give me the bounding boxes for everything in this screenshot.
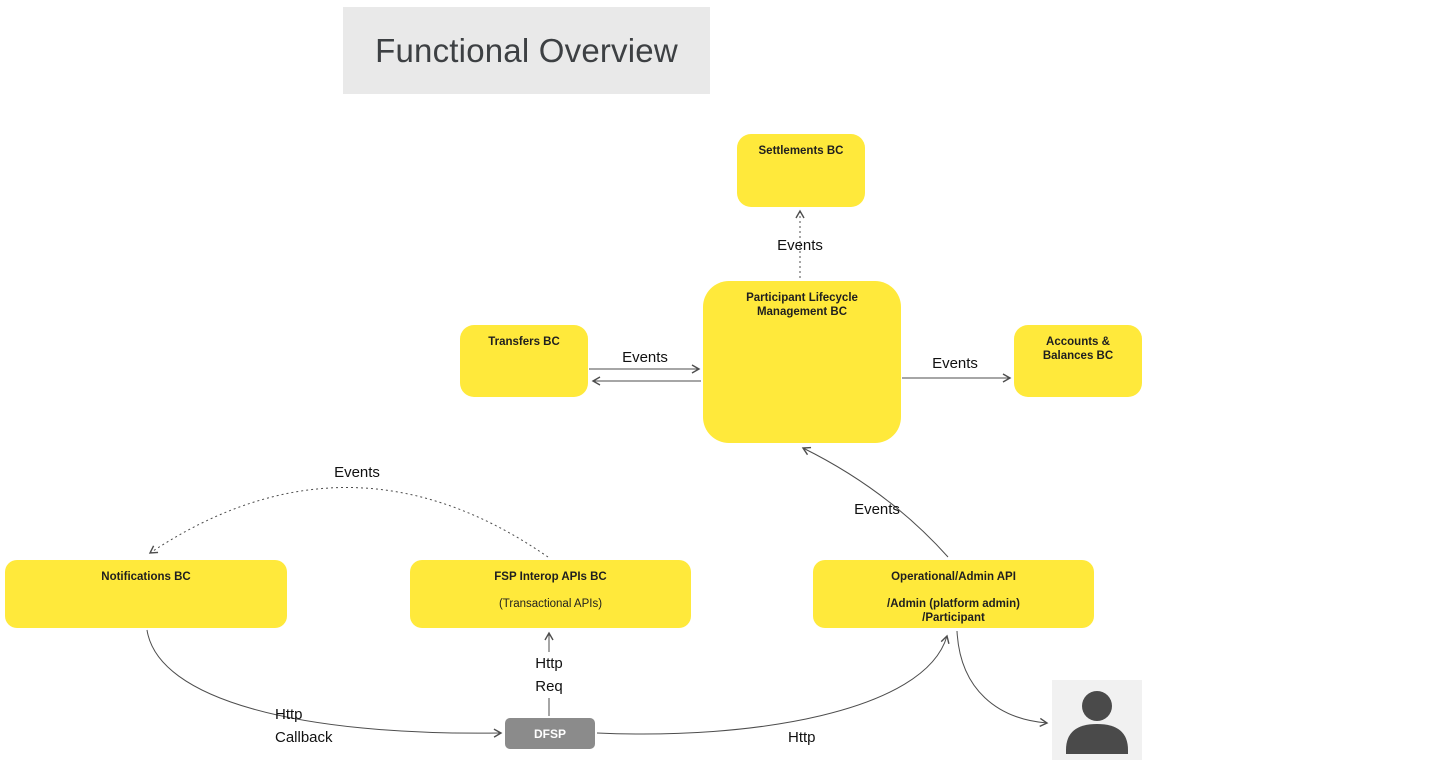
edge-label-http: Http (786, 726, 818, 749)
node-fsp-interop-apis-bc[interactable]: FSP Interop APIs BC (Transactional APIs) (410, 560, 691, 628)
edge-label-http-callback: Http Callback (275, 706, 333, 746)
edge-label-transfers-plm: Events (622, 349, 668, 366)
node-ops-sublabel: /Admin (platform admin) /Participant (887, 598, 1020, 624)
edge-label-fsp-notifications: Events (334, 464, 380, 481)
user-actor (1052, 680, 1142, 760)
person-icon (1066, 691, 1128, 754)
node-transfers-bc[interactable]: Transfers BC (460, 325, 588, 397)
node-accounts-label: Accounts & Balances BC (1042, 336, 1114, 362)
node-fsp-sublabel: (Transactional APIs) (498, 598, 603, 610)
title-box: Functional Overview (343, 7, 710, 94)
node-participant-lifecycle-management-bc[interactable]: Participant Lifecycle Management BC (703, 281, 901, 443)
edge-ops-to-user (956, 630, 1049, 728)
node-operational-admin-api[interactable]: Operational/Admin API /Admin (platform a… (813, 560, 1094, 628)
edge-label-http-req: Http Req (519, 652, 579, 698)
node-notifications-bc[interactable]: Notifications BC (5, 560, 287, 628)
node-settlements-label: Settlements BC (758, 145, 844, 157)
node-notifications-label: Notifications BC (101, 571, 191, 583)
edge-label-plm-settlements: Events (777, 237, 823, 254)
node-plm-label: Participant Lifecycle Management BC (746, 292, 858, 318)
node-ops-label: Operational/Admin API (891, 571, 1016, 583)
edge-label-plm-accounts: Events (932, 355, 978, 372)
edge-fsp-to-notifications (148, 487, 549, 558)
node-transfers-label: Transfers BC (488, 336, 560, 348)
node-accounts-balances-bc[interactable]: Accounts & Balances BC (1014, 325, 1142, 397)
edge-label-ops-plm: Events (854, 501, 900, 518)
node-fsp-label: FSP Interop APIs BC (494, 571, 607, 583)
node-settlements-bc[interactable]: Settlements BC (737, 134, 865, 207)
page-title: Functional Overview (375, 31, 678, 69)
node-dfsp-label: DFSP (533, 726, 566, 741)
edge-dfsp-to-ops (596, 634, 950, 735)
node-dfsp[interactable]: DFSP (505, 718, 595, 749)
